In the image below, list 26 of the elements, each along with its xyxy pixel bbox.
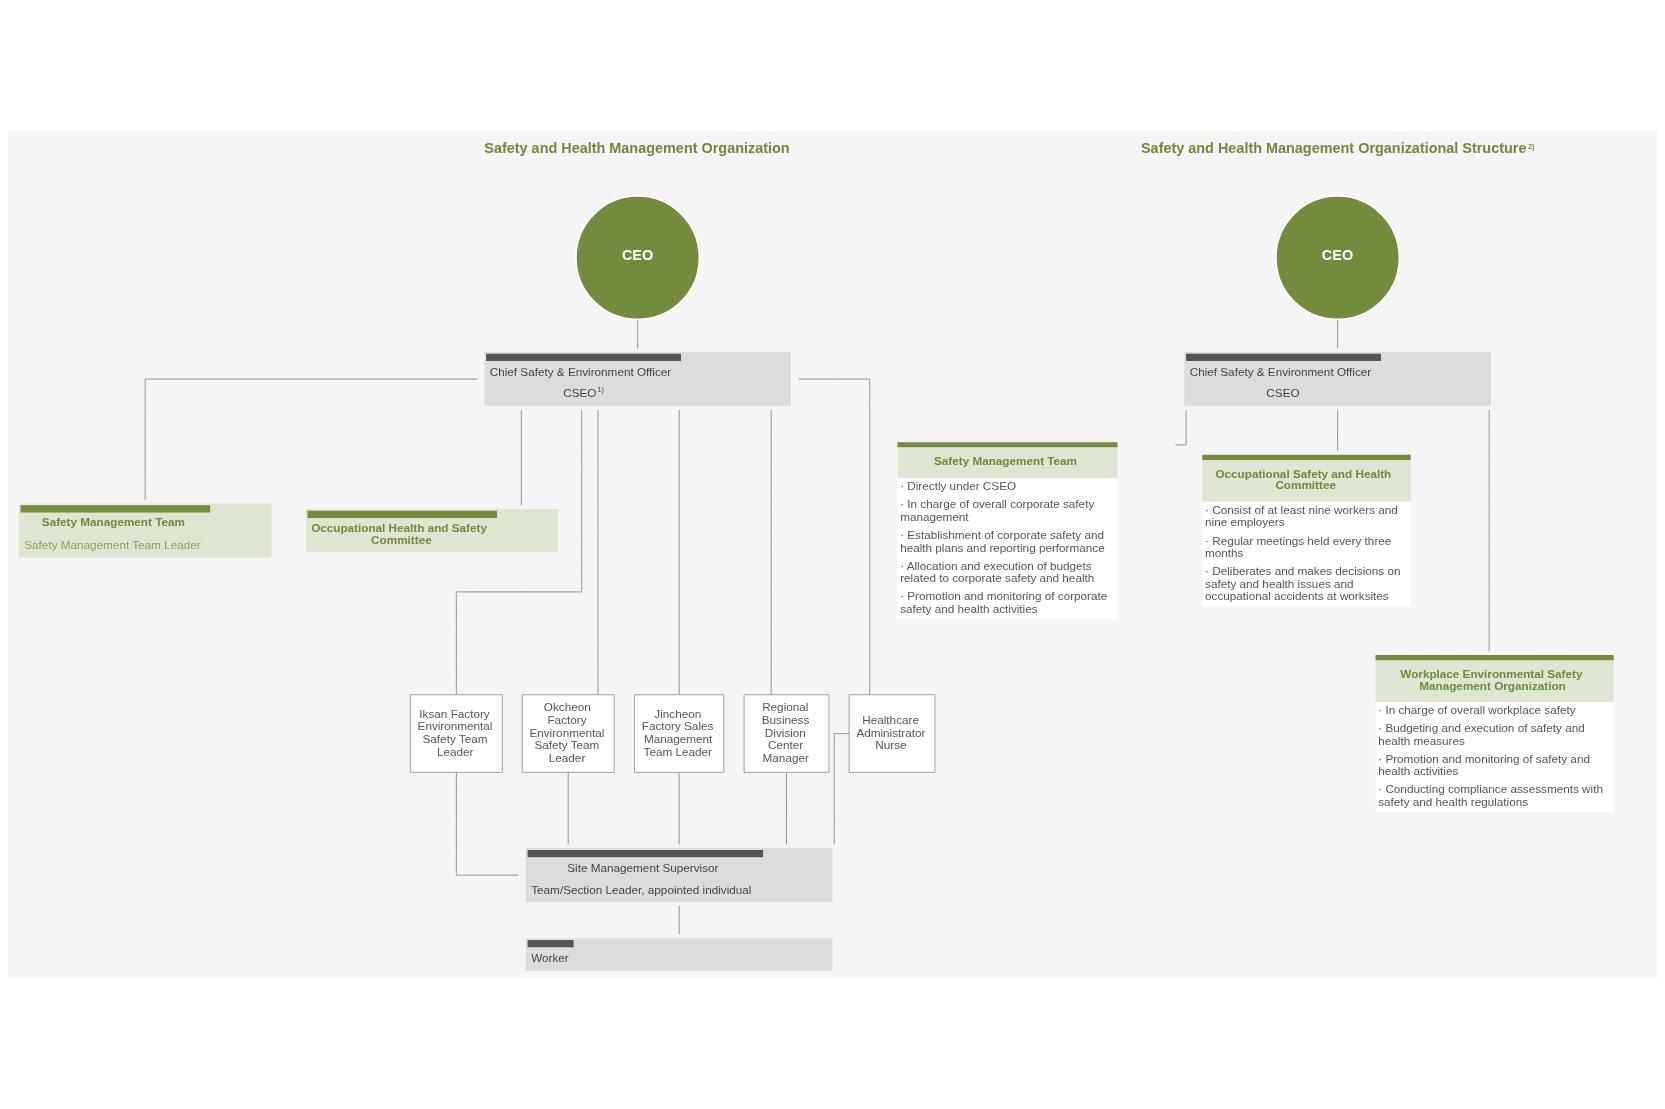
connector — [1174, 409, 1187, 446]
node-box: Healthcare Administrator Nurse — [848, 694, 936, 773]
connector — [770, 409, 772, 695]
connector — [786, 772, 787, 845]
connector — [1337, 409, 1339, 452]
connector — [678, 409, 680, 695]
node-box: Jincheon Factory Sales Management Team Leader — [634, 694, 725, 773]
label: Safety and Health Management Organizational Structure$^{2)}$ — [1140, 140, 1535, 157]
connector — [798, 378, 871, 696]
label: Safety and Health Management Organization — [484, 140, 790, 157]
connector — [520, 409, 522, 506]
connector — [678, 772, 680, 845]
connector — [144, 378, 478, 500]
node-box: Okcheon Factory Environmental Safety Team Leader — [521, 694, 615, 773]
node-circle: CEO — [1274, 195, 1401, 321]
node-circle: CEO — [574, 195, 701, 321]
connector — [1337, 319, 1339, 349]
connector — [1488, 409, 1490, 652]
connector — [637, 319, 639, 349]
connector — [597, 409, 599, 695]
connector — [567, 772, 569, 845]
connector — [455, 772, 519, 876]
connector — [678, 905, 680, 935]
connector — [455, 409, 583, 695]
node-box: Iksan Factory Environmental Safety Team Leader — [409, 694, 503, 773]
node-box: Regional Business Division Center Manager — [743, 694, 830, 773]
